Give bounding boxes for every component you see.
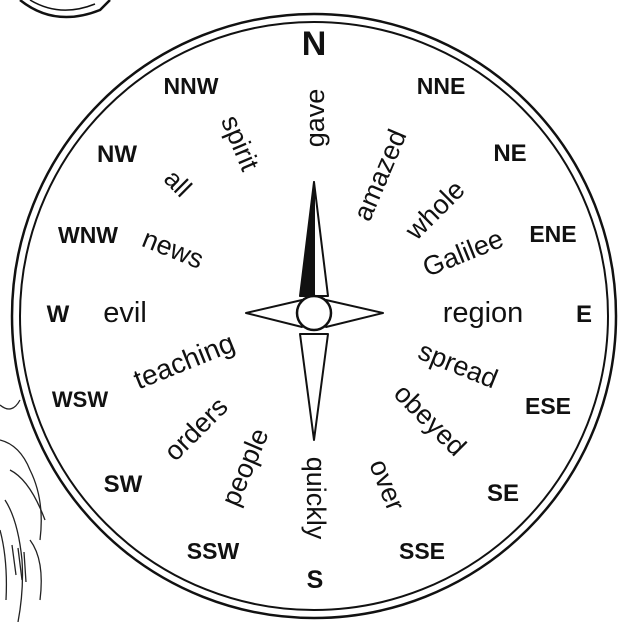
dir-label-w: W (47, 301, 70, 328)
dir-label-se: SE (487, 480, 519, 507)
dir-label-nne: NNE (417, 73, 466, 99)
dir-label-sw: SW (104, 471, 143, 498)
dir-label-n: N (302, 25, 327, 63)
dir-label-ene: ENE (529, 221, 576, 247)
dir-label-ssw: SSW (187, 538, 240, 564)
dir-label-nnw: NNW (164, 73, 219, 99)
word-w: evil (103, 297, 147, 329)
dir-label-wnw: WNW (58, 222, 118, 248)
dir-label-sse: SSE (399, 538, 445, 564)
dir-label-nw: NW (97, 141, 137, 168)
word-s: quickly (301, 457, 331, 540)
word-e: region (443, 297, 524, 329)
needle-hub (297, 296, 331, 330)
corner-sketch-top-inner (30, 0, 95, 10)
dir-label-ne: NE (493, 140, 526, 167)
dir-label-ese: ESE (525, 393, 571, 419)
word-n: gave (300, 89, 330, 148)
dir-label-s: S (307, 566, 324, 594)
dir-label-wsw: WSW (52, 387, 108, 412)
dir-label-e: E (576, 301, 592, 328)
